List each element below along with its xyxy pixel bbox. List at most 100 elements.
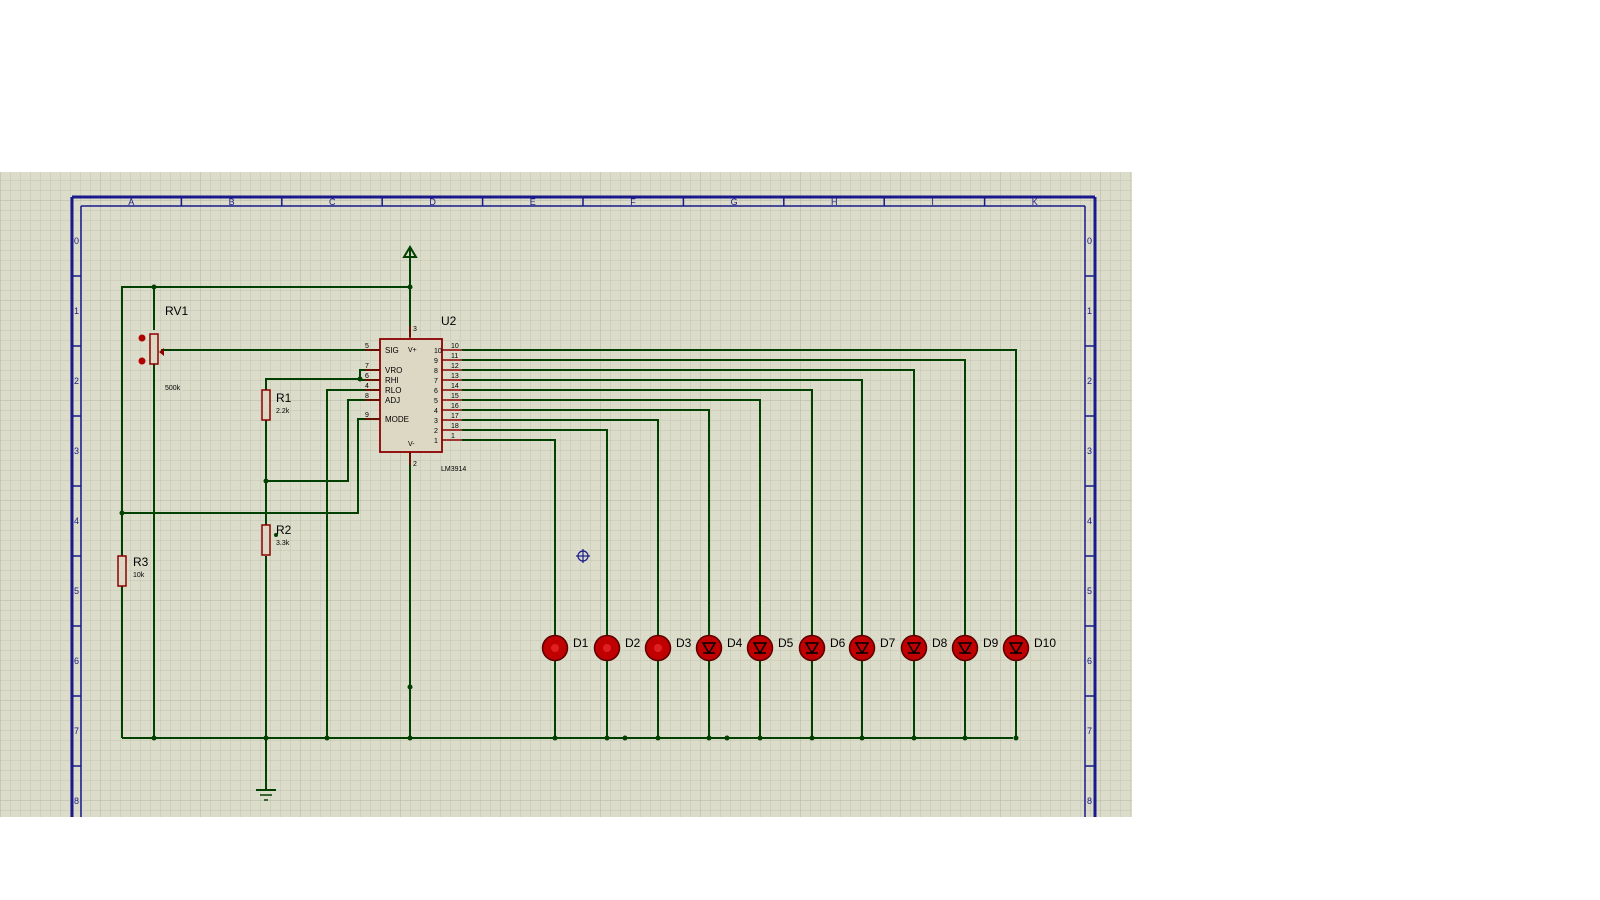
led-ref-label: D5 [778,636,794,650]
led-icon[interactable] [951,634,979,662]
u2-right-pin-outer-number: 1 [451,433,455,440]
led-d3[interactable]: D3 [644,634,692,662]
u2-right-pin-inner-number: 7 [434,378,438,385]
led-icon[interactable] [848,634,876,662]
u2-right-pin-inner-number: 2 [434,428,438,435]
led-icon[interactable] [695,634,723,662]
u2-right-pin-outer-number: 12 [451,363,459,370]
u2-right-pin-outer-number: 18 [451,423,459,430]
u2-left-pin-number: 7 [365,363,369,370]
r3-resistor[interactable]: R3 10k [117,555,149,587]
led-anode-wire[interactable] [462,429,608,636]
u2-part-label: LM3914 [441,466,466,473]
led-anode-wire[interactable] [462,439,556,636]
u2-left-pin-name: ADJ [385,396,400,405]
r1-resistor[interactable]: R1 2.2k [261,389,292,421]
u2-bottom-pin-number: 2 [413,461,417,468]
frame-column-label: A [128,197,134,207]
frame-row-label: 7 [1087,726,1092,736]
frame-row-label: 4 [1087,516,1092,526]
frame-column-label: E [530,197,536,207]
frame-row-label: 3 [1087,446,1092,456]
frame-column-label: D [429,197,436,207]
u2-left-pin-name: RLO [385,386,401,395]
led-icon[interactable] [900,634,928,662]
u2-right-pin-inner-number: 5 [434,398,438,405]
frame-column-label: C [329,197,336,207]
frame-row-label: 1 [74,306,79,316]
led-ref-label: D1 [573,636,589,650]
rv1-increment-icon[interactable] [138,334,146,342]
frame-row-label: 8 [1087,796,1092,806]
led-ref-label: D4 [727,636,743,650]
r2-ref-label: R2 [276,523,292,537]
u2-vminus-label: V- [408,441,415,448]
led-d7[interactable]: D7 [848,634,896,662]
r1-ref-label: R1 [276,391,292,405]
u2-left-pin-number: 6 [365,373,369,380]
led-d5[interactable]: D5 [746,634,794,662]
led-icon[interactable] [798,634,826,662]
r2-resistor[interactable]: R2 3.3k [261,523,292,556]
led-anode-wire[interactable] [462,359,966,636]
led-anode-wire[interactable] [462,379,863,636]
led-d10[interactable]: D10 [1002,634,1057,662]
u2-right-pin-outer-number: 17 [451,413,459,420]
led-d6[interactable]: D6 [798,634,846,662]
u2-left-pin-name: RHI [385,376,399,385]
top-rail-wire[interactable] [121,286,410,738]
led-d8[interactable]: D8 [900,634,948,662]
led-icon[interactable] [1002,634,1030,662]
led-d9[interactable]: D9 [951,634,999,662]
ground-icon[interactable] [256,789,276,801]
rv1-decrement-icon[interactable] [138,357,146,365]
frame-row-label: 2 [1087,376,1092,386]
led-d4[interactable]: D4 [695,634,743,662]
frame-row-label: 6 [1087,656,1092,666]
u2-ref-label: U2 [441,314,457,328]
led-d1[interactable]: D1 [541,634,589,662]
frame-column-label: I [931,197,934,207]
power-terminal-icon[interactable] [402,245,418,258]
u2-top-pin-number: 3 [413,326,417,333]
led-anode-wire[interactable] [462,419,659,636]
r1-value-label: 2.2k [276,408,290,415]
led-anode-wire[interactable] [462,389,813,636]
u2-left-pin-number: 8 [365,393,369,400]
u2-left-pin-name: VRO [385,366,402,375]
u2-right-pin-inner-number: 4 [434,408,438,415]
frame-column-label: F [630,197,636,207]
led-icon[interactable] [746,634,774,662]
frame-column-label: B [229,197,235,207]
led-ref-label: D6 [830,636,846,650]
u2-right-pin-inner-number: 9 [434,358,438,365]
led-ref-label: D3 [676,636,692,650]
u2-left-pin-number: 5 [365,343,369,350]
led-anode-wire[interactable] [462,409,710,636]
junctions [119,284,1019,741]
r3-value-label: 10k [133,572,145,579]
frame-row-label: 1 [1087,306,1092,316]
u2-right-pin-inner-number: 10 [434,348,442,355]
u2-right-pin-outer-number: 16 [451,403,459,410]
rv1-potentiometer[interactable]: RV1 500k [138,304,189,392]
led-d2[interactable]: D2 [593,634,641,662]
led-anode-wire[interactable] [462,349,1017,636]
led-ref-label: D8 [932,636,948,650]
frame-column-label: H [831,197,838,207]
rv1-value-label: 500k [165,385,181,392]
frame-row-label: 2 [74,376,79,386]
rv1-ref-label: RV1 [165,304,188,318]
frame-column-label: K [1032,197,1038,207]
led-ref-label: D10 [1034,636,1056,650]
led-anode-wire[interactable] [462,369,915,636]
u2-left-pin-number: 9 [365,412,369,419]
u2-right-pin-outer-number: 15 [451,393,459,400]
frame-row-label: 5 [1087,586,1092,596]
led-anode-wire[interactable] [462,399,761,636]
